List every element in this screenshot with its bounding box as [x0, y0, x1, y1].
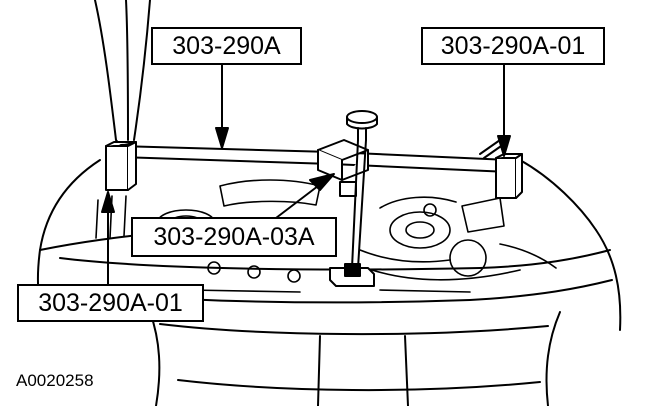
- center-adapter: [317, 139, 369, 197]
- lower-hook-block: [329, 263, 375, 287]
- callout-tool-right-bracket: 303-290A-01: [421, 27, 605, 65]
- callout-tool-left-bracket: 303-290A-01: [17, 284, 204, 322]
- callout-tool-main: 303-290A: [151, 27, 302, 65]
- leader-arrows: [101, 63, 511, 285]
- support-bar: [117, 145, 511, 173]
- figure-id: A0020258: [16, 371, 94, 390]
- callout-tool-center-adapter: 303-290A-03A: [131, 217, 337, 257]
- left-bracket: [105, 141, 137, 191]
- right-bracket: [479, 139, 523, 199]
- lifting-screw: [346, 110, 378, 269]
- hood: [94, 0, 151, 146]
